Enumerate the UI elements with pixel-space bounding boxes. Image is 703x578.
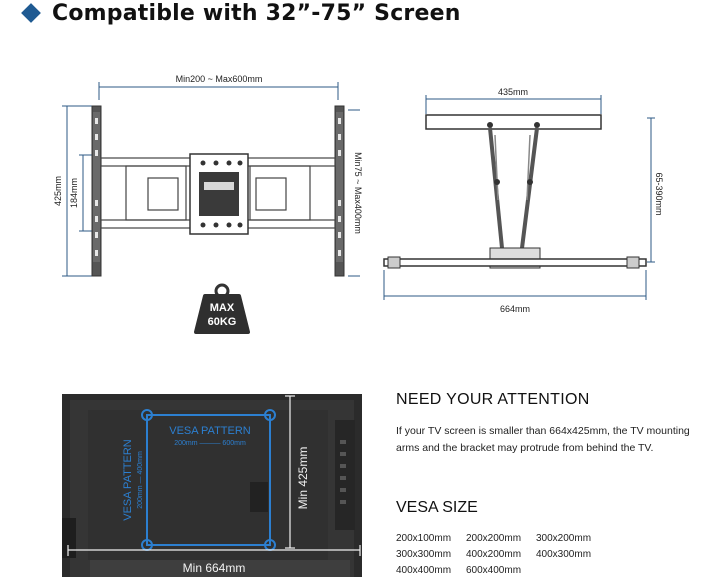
- vesa-h-sub: 200mm ——— 600mm: [174, 440, 246, 447]
- top-view-diagram: 435mm 65-390mm 664mm: [383, 87, 664, 314]
- vesa-size-item: 400x200mm: [466, 549, 522, 560]
- vesa-size-list: 200x100mm 200x200mm 300x200mm 300x300mm …: [396, 531, 696, 578]
- center-plate: [189, 153, 249, 235]
- vesa-size-item: 400x400mm: [396, 565, 452, 576]
- right-rail: [334, 105, 345, 277]
- left-rail: [91, 105, 102, 277]
- vesa-size-item: 400x300mm: [536, 549, 592, 560]
- page-title: Compatible with 32”-75” Screen: [52, 0, 461, 26]
- width-dimension: [98, 82, 339, 100]
- min-height-label: Min 425mm: [296, 447, 310, 510]
- top-label: 435mm: [498, 87, 528, 97]
- bottom-label: 664mm: [500, 304, 530, 314]
- vesa-size-heading: VESA SIZE: [396, 499, 478, 516]
- height-label: 425mm: [53, 176, 63, 206]
- max-weight-badge: MAX 60KG: [194, 283, 250, 334]
- vertical-dimension: [348, 109, 360, 277]
- vesa-size-item: 300x300mm: [396, 549, 452, 560]
- vesa-size-item: 300x200mm: [536, 533, 592, 544]
- vesa-size-item: 600x400mm: [466, 565, 522, 576]
- vesa-v-label: VESA PATTERN: [122, 439, 134, 521]
- height-dimension: [62, 105, 96, 277]
- min-width-label: Min 664mm: [183, 561, 246, 575]
- vesa-size-item: 200x200mm: [466, 533, 522, 544]
- tv-back-photo: VESA PATTERN 200mm ——— 600mm VESA PATTER…: [62, 394, 362, 577]
- vertical-label: Min75 ~ Max400mm: [353, 152, 363, 234]
- inner-height-label: 184mm: [69, 178, 79, 208]
- badge-line2: 60KG: [208, 316, 237, 328]
- badge-line1: MAX: [210, 302, 235, 314]
- depth-label: 65-390mm: [654, 172, 664, 215]
- attention-body: If your TV screen is smaller than 664x42…: [396, 425, 690, 454]
- vesa-h-label: VESA PATTERN: [169, 425, 251, 437]
- attention-heading: NEED YOUR ATTENTION: [396, 391, 590, 408]
- width-label: Min200 ~ Max600mm: [176, 74, 263, 84]
- vesa-v-sub: 200mm — 400mm: [137, 451, 144, 509]
- title-bar: Compatible with 32”-75” Screen: [20, 0, 461, 26]
- vesa-size-item: 200x100mm: [396, 533, 452, 544]
